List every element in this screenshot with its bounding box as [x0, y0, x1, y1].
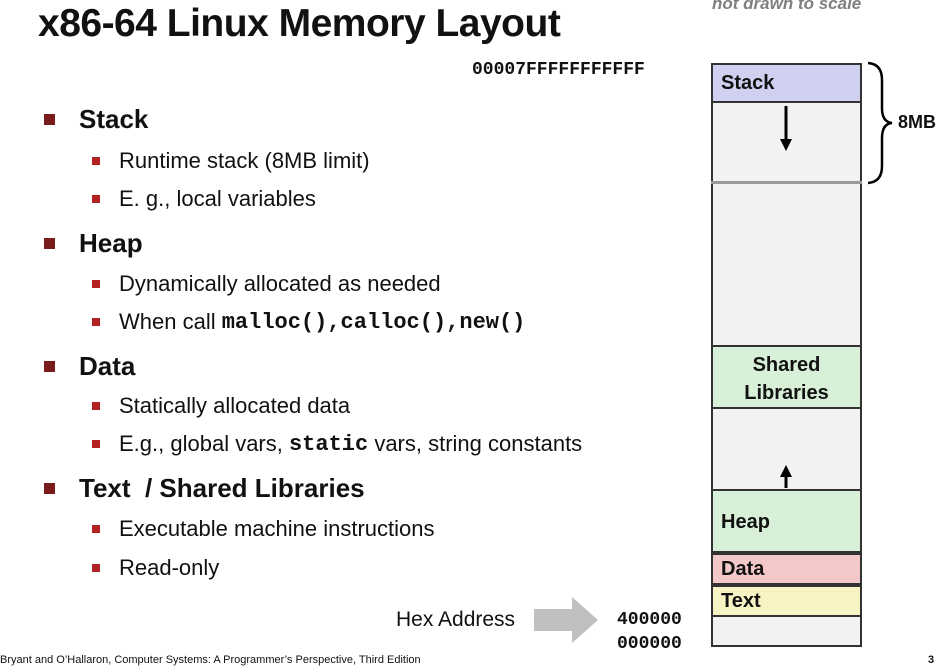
code-static: static — [288, 431, 369, 457]
sub-bullet-square-icon — [92, 280, 100, 288]
segment-label: Text — [721, 590, 761, 612]
heap-grow-up-arrow-icon — [780, 465, 792, 488]
code-new: new() — [459, 309, 526, 335]
scale-note: not drawn to scale — [712, 0, 862, 13]
page-number: 3 — [928, 654, 935, 666]
bullet-data-item-1: Statically allocated data — [92, 393, 350, 419]
segment-data: Data — [711, 553, 862, 585]
segment-label: Libraries — [744, 382, 829, 404]
footer-citation: Bryant and O’Hallaron, Computer Systems:… — [0, 654, 421, 666]
bullet-heap: Heap — [44, 228, 143, 259]
bullet-text: Read-only — [119, 555, 220, 580]
segment-stack: Stack — [711, 63, 862, 103]
bullet-text-item-1: Executable machine instructions — [92, 516, 435, 542]
bullet-data-heading: Data — [79, 351, 136, 381]
bullet-text: Dynamically allocated as needed — [119, 271, 441, 296]
bullet-text: vars, string constants — [368, 431, 583, 456]
bullet-stack-item-2: E. g., local variables — [92, 186, 316, 212]
sub-bullet-square-icon — [92, 318, 100, 326]
bullet-text: Runtime stack (8MB limit) — [119, 148, 370, 173]
bullet-text: E. g., local variables — [119, 186, 316, 211]
bullet-square-icon — [44, 361, 55, 372]
text-address: 400000 — [617, 610, 682, 630]
sub-bullet-square-icon — [92, 195, 100, 203]
bullet-text: Statically allocated data — [119, 393, 351, 418]
segment-label: Shared — [752, 354, 821, 376]
segment-heap: Heap — [711, 489, 862, 553]
bullet-text: Executable machine instructions — [119, 516, 435, 541]
bullet-stack-item-1: Runtime stack (8MB limit) — [92, 148, 370, 174]
bullet-text-heading: Text / Shared Libraries — [79, 473, 365, 503]
bottom-address: 000000 — [617, 634, 682, 654]
bullet-text-item-2: Read-only — [92, 555, 219, 581]
code-comma: , — [327, 309, 341, 335]
bullet-data: Data — [44, 351, 135, 382]
sub-bullet-square-icon — [92, 564, 100, 572]
segment-shared-libraries: Shared Libraries — [711, 345, 862, 409]
sub-bullet-square-icon — [92, 525, 100, 533]
segment-text: Text — [711, 585, 862, 617]
code-malloc: malloc() — [221, 309, 328, 335]
bullet-text: When call — [119, 309, 222, 334]
bullet-text: E.g., global vars, — [119, 431, 289, 456]
hex-address-label: Hex Address — [396, 608, 516, 631]
sub-bullet-square-icon — [92, 440, 100, 448]
stack-size-brace-icon — [867, 61, 893, 185]
bullet-stack: Stack — [44, 104, 148, 135]
bullet-square-icon — [44, 238, 55, 249]
stack-size-label: 8MB — [898, 112, 937, 132]
bullet-heap-item-2: When call malloc() , calloc() , new() — [92, 309, 525, 335]
bullet-heap-item-1: Dynamically allocated as needed — [92, 271, 441, 297]
bullet-square-icon — [44, 114, 55, 125]
bullet-heap-heading: Heap — [79, 228, 143, 258]
segment-label: Heap — [721, 511, 770, 533]
slide-title: x86-64 Linux Memory Layout — [38, 2, 561, 45]
hex-address-arrow-icon — [534, 597, 598, 643]
bullet-text-shared: Text / Shared Libraries — [44, 473, 365, 504]
sub-bullet-square-icon — [92, 402, 100, 410]
code-comma: , — [446, 309, 460, 335]
bullet-square-icon — [44, 483, 55, 494]
stack-limit-line — [711, 181, 862, 184]
segment-label: Stack — [721, 72, 775, 94]
top-address: 00007FFFFFFFFFFF — [472, 60, 645, 80]
code-calloc: calloc() — [340, 309, 447, 335]
bullet-data-item-2: E.g., global vars, static vars, string c… — [92, 431, 582, 457]
sub-bullet-square-icon — [92, 157, 100, 165]
segment-label: Data — [721, 558, 765, 580]
bullet-stack-heading: Stack — [79, 104, 149, 134]
stack-grow-down-arrow-icon — [780, 106, 792, 151]
